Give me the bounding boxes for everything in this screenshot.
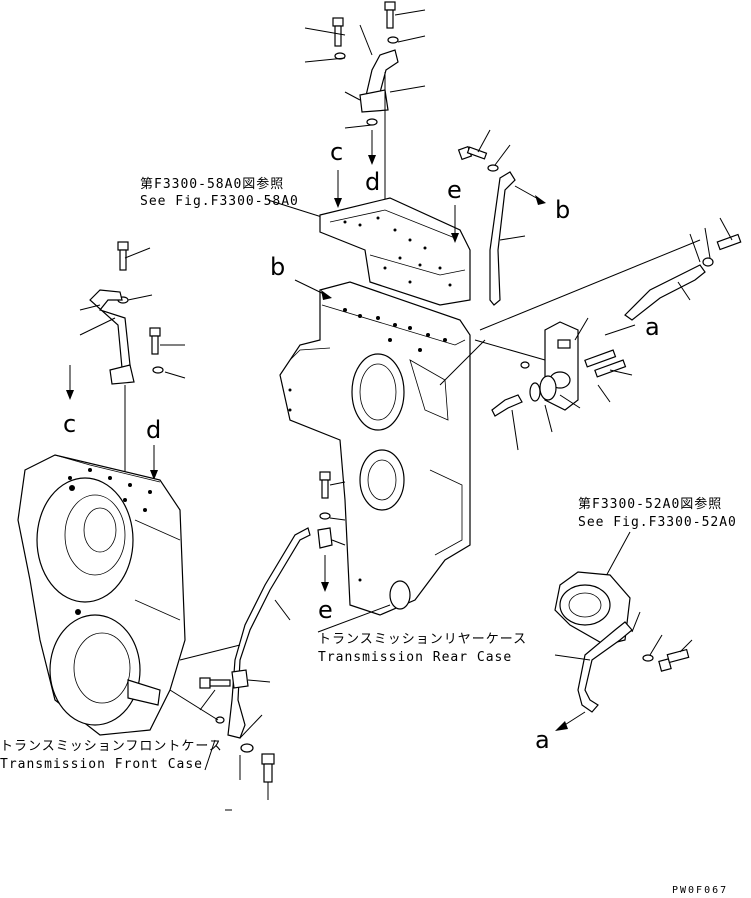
valve-plate-upper (319, 197, 471, 306)
rear-case (279, 281, 486, 616)
marker-d-top: d (365, 168, 380, 196)
ref-52a0-jp: 第F3300-52A0図参照 (578, 496, 722, 512)
front-case (17, 454, 186, 736)
marker-c-top: c (330, 138, 343, 166)
marker-a-bottom: a (535, 726, 550, 754)
rear-case-jp: トランスミッションリヤーケース (318, 632, 527, 647)
ref-58a0-en: See Fig.F3300-58A0 (140, 194, 299, 209)
marker-e-top: e (447, 176, 462, 204)
pipe-to-b (457, 129, 526, 306)
front-pipe-assembly (79, 241, 186, 480)
marker-c-left: c (63, 410, 76, 438)
drawing-code: PW0F067 (672, 885, 728, 896)
ref-58a0-jp: 第F3300-58A0図参照 (140, 176, 284, 192)
front-case-jp: トランスミッションフロントケース (0, 739, 223, 754)
marker-a-right: a (645, 313, 660, 341)
marker-b-top: b (555, 196, 570, 224)
bottom-pipe-e (169, 471, 346, 811)
pump-housing-and-pipe (554, 571, 693, 713)
marker-d-left: d (146, 416, 161, 444)
rear-case-en: Transmission Rear Case (318, 650, 512, 665)
side-valve-and-pipe-a (474, 217, 742, 451)
ref-52a0-en: See Fig.F3300-52A0 (578, 515, 737, 530)
front-case-en: Transmission Front Case (0, 757, 203, 772)
marker-e-bottom: e (318, 596, 333, 624)
marker-b-case: b (270, 253, 285, 281)
